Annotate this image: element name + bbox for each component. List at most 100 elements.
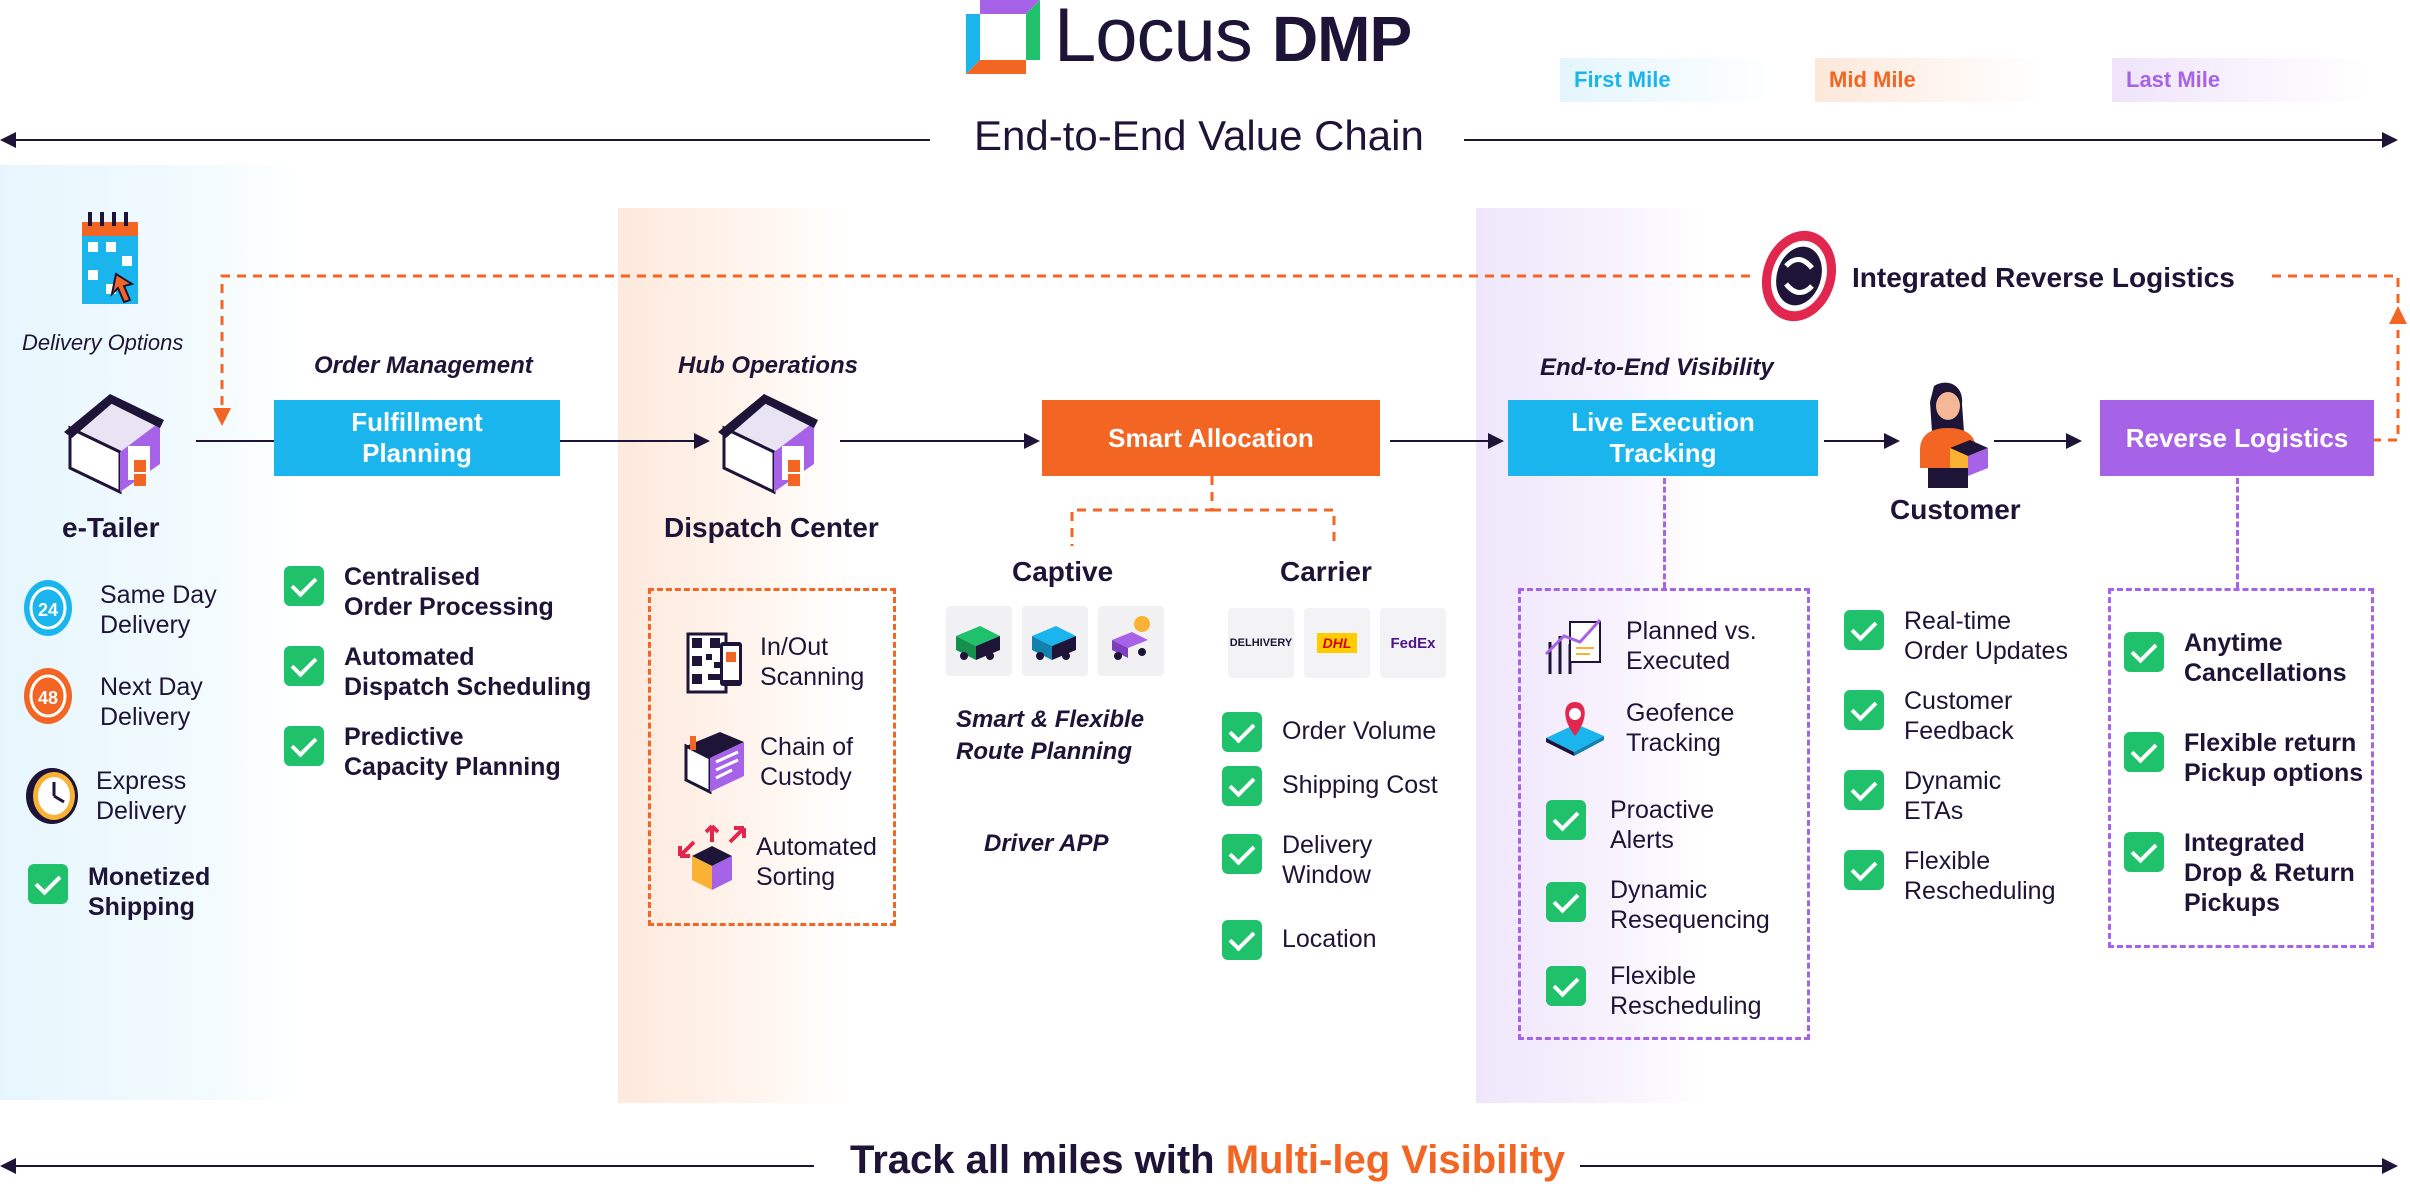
clock-icon	[26, 768, 78, 824]
check-icon	[1222, 766, 1262, 806]
tracking-connector	[1663, 478, 1666, 588]
dispatch-center-title: Dispatch Center	[664, 512, 879, 543]
check-icon	[2124, 732, 2164, 772]
check-icon	[1546, 966, 1586, 1006]
footer-title: Track all miles with Multi-leg Visibilit…	[850, 1138, 1565, 1183]
hub-features-box	[648, 588, 896, 926]
check-icon	[1222, 834, 1262, 874]
captive-driver-app: Driver APP	[984, 830, 1109, 857]
visibility-features-box	[1518, 588, 1810, 1040]
qr-scan-icon	[686, 632, 742, 694]
etailer-title: e-Tailer	[62, 512, 160, 543]
check-icon	[2124, 832, 2164, 872]
arrow-to-dispatch	[694, 433, 710, 449]
customer-person-icon	[1920, 382, 1988, 488]
chart-icon	[1544, 618, 1602, 674]
logo-word: Locus	[1054, 0, 1253, 78]
visibility-label: End-to-End Visibility	[1540, 354, 1774, 381]
header-arrow-right	[2382, 132, 2398, 148]
check-icon	[284, 566, 324, 606]
dhl-logo: DHL	[1304, 608, 1370, 678]
24-hour-icon: 24	[24, 580, 72, 636]
header-line-left	[14, 139, 930, 141]
etailer-house-icon	[64, 394, 164, 495]
check-icon	[2124, 632, 2164, 672]
reverse-connector	[2236, 478, 2239, 588]
svg-text:24: 24	[38, 600, 58, 620]
locus-logo: Locus DMP	[966, 0, 1446, 80]
header-line-right	[1464, 139, 2384, 141]
delivery-options-caption: Delivery Options	[22, 330, 184, 355]
flow-customer-to-reverse	[1994, 440, 2068, 442]
captive-tile-1	[946, 606, 1012, 676]
order-management-label: Order Management	[314, 352, 533, 379]
truck-green-icon	[956, 626, 1000, 660]
arrow-to-reverse	[2066, 433, 2082, 449]
delhivery-logo: DELHIVERY	[1228, 608, 1294, 678]
carrier-title: Carrier	[1280, 556, 1372, 587]
flow-fulfillment-to-dispatch	[560, 440, 696, 442]
carrier-item-1: Shipping Cost	[1282, 771, 1438, 799]
check-icon	[28, 864, 68, 904]
flow-dispatch-to-allocation	[840, 440, 1026, 442]
option-same-day: 24 Same Day Delivery	[20, 572, 260, 642]
calendar-cube-icon	[82, 212, 138, 304]
check-icon	[1844, 850, 1884, 890]
document-icon	[684, 732, 744, 794]
footer-arrow-left	[0, 1158, 16, 1174]
customer-title: Customer	[1890, 494, 2021, 525]
footer-line-right	[1580, 1165, 2384, 1167]
scooter-purple-icon	[1112, 616, 1150, 660]
captive-tile-3	[1098, 606, 1164, 676]
check-icon	[1844, 690, 1884, 730]
check-icon	[1844, 770, 1884, 810]
check-icon	[1844, 610, 1884, 650]
reverse-loop-line	[213, 274, 2407, 442]
allocation-split-line	[1070, 476, 1336, 546]
svg-text:48: 48	[38, 688, 58, 708]
arrow-to-allocation	[1024, 433, 1040, 449]
option-monetized: Monetized Shipping	[28, 858, 268, 928]
footer-arrow-right	[2382, 1158, 2398, 1174]
flow-etailer-to-fulfillment	[196, 440, 274, 442]
map-pin-icon	[1546, 702, 1604, 756]
logo-suffix: DMP	[1271, 3, 1412, 75]
header-title: End-to-End Value Chain	[974, 112, 1424, 159]
check-icon	[1546, 882, 1586, 922]
carrier-item-3: Location	[1282, 925, 1377, 953]
check-icon	[284, 646, 324, 686]
footer-prefix: Track all miles with	[850, 1138, 1215, 1182]
smart-allocation-box[interactable]: Smart Allocation	[1042, 400, 1380, 476]
legend-last-mile: Last Mile	[2112, 58, 2366, 102]
reverse-logistics-box[interactable]: Reverse Logistics	[2100, 400, 2374, 476]
hub-operations-label: Hub Operations	[678, 352, 859, 379]
reverse-features-box	[2108, 588, 2374, 948]
sorting-box-icon	[678, 824, 746, 890]
option-express: Express Delivery	[24, 758, 264, 828]
check-icon	[1222, 712, 1262, 752]
fedex-logo: FedEx	[1380, 608, 1446, 678]
legend-mid-mile: Mid Mile	[1815, 58, 2039, 102]
check-icon	[1546, 800, 1586, 840]
carrier-item-0: Order Volume	[1282, 717, 1437, 745]
legend-first-mile: First Mile	[1560, 58, 1774, 102]
option-next-day: 48 Next Day Delivery	[20, 660, 260, 731]
